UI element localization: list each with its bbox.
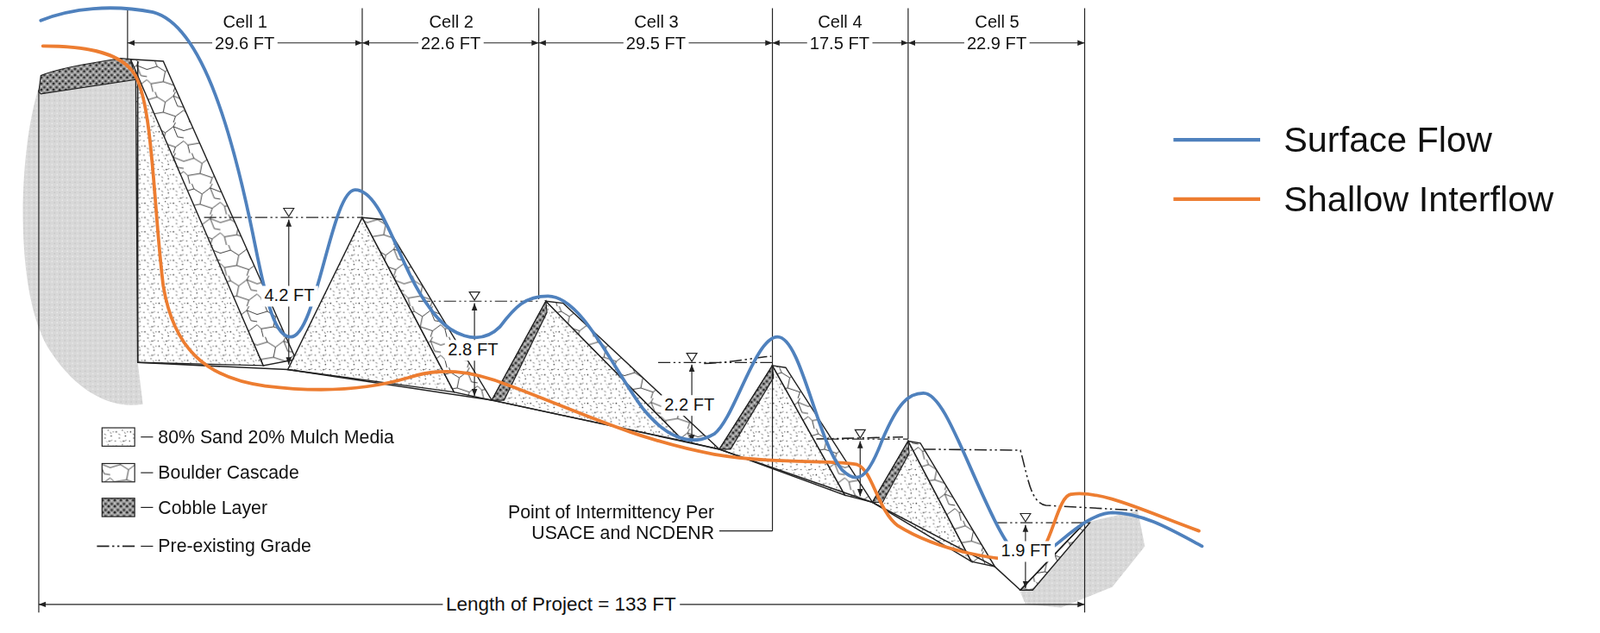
legend-samples [96, 139, 1261, 546]
cell-name: Cell 5 [974, 12, 1019, 32]
boulder-cascade [362, 217, 1090, 590]
pre-existing-grade [703, 356, 1138, 511]
legend-samples [101, 427, 135, 446]
dimension-lines [37, 89, 39, 613]
cell-length: 29.6 FT [211, 33, 277, 54]
water-symbol [854, 429, 866, 438]
ground-shading [38, 57, 136, 94]
depth-arrow [288, 219, 1026, 589]
legend-samples [101, 498, 135, 517]
dimension-lines [38, 7, 1086, 613]
ground-shading [23, 57, 1146, 608]
cell-length: 22.6 FT [417, 33, 484, 54]
legend-samples [96, 545, 138, 548]
legend-text: Pre-existing Grade [157, 535, 312, 557]
depth-arrow [859, 440, 861, 496]
dimension-lines [771, 7, 773, 531]
legend-samples [1173, 138, 1261, 142]
pool-depth: 4.2 FT [261, 285, 318, 306]
legend-text: 80% Sand 20% Mulch Media [157, 426, 394, 447]
legend-text: Surface Flow [1283, 119, 1493, 162]
surface-flow-line [40, 7, 1202, 560]
legend-samples [140, 472, 153, 474]
cell-length: 29.5 FT [622, 33, 689, 54]
legend-samples [101, 463, 135, 482]
dimension-lines [361, 7, 363, 215]
legend-text: Shallow Interflow [1283, 178, 1554, 220]
cell-name: Cell 4 [817, 12, 862, 32]
dimension-lines [126, 7, 128, 59]
legend-samples [140, 436, 153, 438]
base-line [138, 362, 1086, 590]
flow-lines [40, 7, 1202, 560]
legend-samples [1173, 197, 1261, 201]
boulder-cascade [545, 301, 720, 450]
pool-water-lines [204, 217, 1086, 523]
legend-text: Cobble Layer [157, 496, 268, 518]
dimension-lines [719, 530, 773, 532]
shallow-interflow-line [43, 45, 1199, 560]
pool-water-lines [826, 438, 909, 440]
water-symbol [283, 208, 1031, 522]
pre-existing-grade [923, 449, 1138, 511]
cell-name: Cell 1 [222, 12, 267, 32]
base-line [137, 61, 139, 363]
legend-samples [140, 545, 153, 547]
cell-length: 17.5 FT [806, 33, 873, 54]
dimension-lines [538, 7, 540, 299]
ground-shading [23, 71, 144, 406]
project-length: Length of Project = 133 FT [442, 593, 679, 616]
pool-depth: 2.8 FT [445, 339, 502, 360]
water-symbol [1020, 514, 1031, 522]
cell-name: Cell 2 [428, 12, 473, 32]
pool-depth: 2.2 FT [661, 395, 718, 415]
legend-text: Boulder Cascade [157, 462, 299, 484]
intermittency-note: Point of Intermittency Per USACE and NCD… [495, 501, 715, 545]
cell-length: 22.9 FT [963, 33, 1030, 54]
cell-name: Cell 3 [633, 12, 678, 32]
dimension-lines [907, 7, 909, 440]
dimension-lines [38, 43, 1086, 605]
water-symbol [686, 353, 697, 362]
water-symbol [283, 208, 295, 217]
pool-water-lines [994, 522, 1085, 524]
legend-samples [140, 507, 153, 509]
base-line [138, 61, 1086, 590]
pool-depth: 1.9 FT [997, 540, 1055, 561]
water-symbol [469, 292, 480, 301]
